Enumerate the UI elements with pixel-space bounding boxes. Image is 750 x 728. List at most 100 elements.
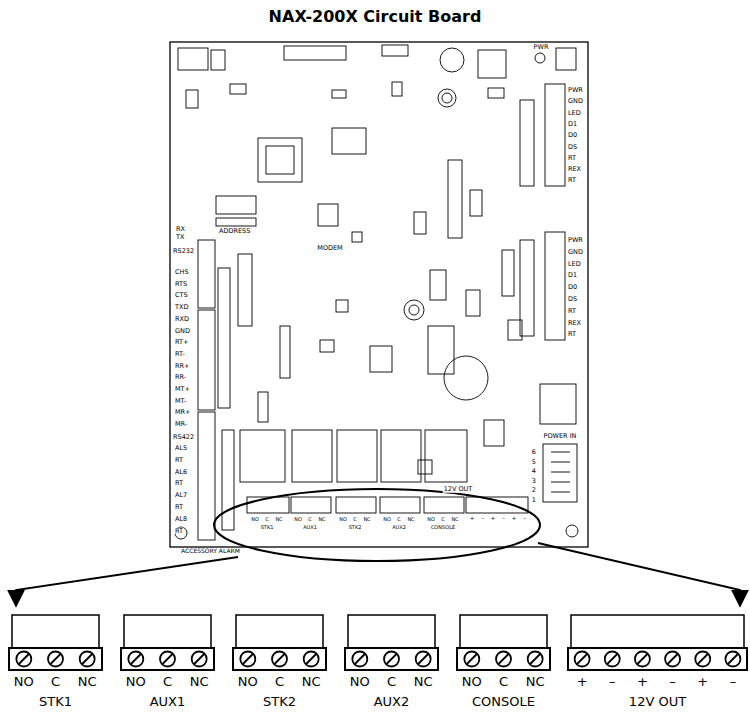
board-label: RT	[567, 308, 577, 315]
board-label: 2	[531, 487, 537, 494]
terminal-label: C	[387, 675, 396, 688]
terminal-label: NC	[190, 675, 209, 688]
terminal-block: NO C NC AUX2	[344, 614, 439, 714]
terminal-block-name: STK2	[263, 695, 296, 708]
board-label: NO	[250, 517, 260, 522]
terminal-block-base	[345, 648, 438, 670]
board-label: CHS	[174, 269, 190, 276]
screw-symbol	[635, 652, 650, 667]
board-label: D1	[567, 272, 578, 279]
board-label: NC	[406, 517, 415, 522]
board-label: PWR	[533, 44, 550, 51]
screw-symbol	[16, 652, 31, 667]
screw-symbol	[128, 652, 143, 667]
board-label: 3	[531, 477, 537, 484]
board-label: –	[501, 516, 506, 522]
board-label: REX	[567, 166, 582, 173]
board-label: RT	[174, 527, 184, 534]
screw-symbol	[496, 652, 511, 667]
terminal-block-name: 12V OUT	[629, 695, 686, 708]
terminal-block-base	[457, 648, 550, 670]
board-label: AL7	[174, 492, 188, 499]
board-label: RX	[175, 226, 186, 233]
terminal-block-base	[568, 648, 747, 670]
terminal-label: +	[577, 675, 588, 688]
screw-symbol	[695, 652, 710, 667]
screw-symbol	[352, 652, 367, 667]
board-label: 5	[531, 458, 537, 465]
board-label: RXD	[174, 316, 190, 323]
board-label: RT	[174, 457, 184, 464]
board-label: MR+	[174, 409, 192, 416]
terminal-label: C	[51, 675, 60, 688]
board-label: NO	[293, 517, 303, 522]
terminal-label: NO	[462, 675, 482, 688]
terminal-label: NO	[350, 675, 370, 688]
screw-symbol	[528, 652, 543, 667]
board-label: NO	[338, 517, 348, 522]
board-label: RT	[567, 331, 577, 338]
terminal-block-base	[9, 648, 102, 670]
board-label: AUX2	[391, 525, 407, 530]
board-label: 6	[531, 449, 537, 456]
screw-symbol	[48, 652, 63, 667]
terminal-block-top	[124, 615, 211, 648]
terminal-label: –	[609, 675, 616, 688]
board-label: PWR	[567, 237, 584, 244]
terminal-block-top	[236, 615, 323, 648]
board-label: D0	[567, 284, 578, 291]
board-label: CTS	[174, 292, 189, 299]
terminal-block: NOCNCAUX1	[120, 614, 215, 714]
board-label: D1	[567, 121, 578, 128]
screw-symbol	[160, 652, 175, 667]
terminal-block-name: AUX1	[150, 695, 186, 708]
board-label: REX	[567, 319, 582, 326]
board-label: NC	[362, 517, 371, 522]
board-label: 12V OUT	[443, 486, 474, 493]
screw-symbol	[605, 652, 620, 667]
terminal-block: NOCNCSTK1	[8, 614, 103, 714]
board-label: ACCESSORY ALARM	[180, 548, 241, 554]
board-label: NC	[450, 517, 459, 522]
board-label: MR-	[174, 421, 188, 428]
board-label: RR-	[174, 374, 187, 381]
board-label: RR+	[174, 362, 190, 369]
screw-symbol	[416, 652, 431, 667]
terminal-label: –	[730, 675, 737, 688]
board-label: PWR	[567, 87, 584, 94]
terminal-block-name: STK1	[39, 695, 72, 708]
board-label: AL8	[174, 516, 188, 523]
board-label: C	[264, 517, 270, 522]
screw-symbol	[665, 652, 680, 667]
board-label: RTS	[174, 280, 188, 287]
terminal-label: +	[637, 675, 648, 688]
terminal-block: NOCNCCONSOLE	[456, 614, 551, 714]
screw-symbol	[575, 652, 590, 667]
terminal-block: +–+–+–12V OUT	[567, 614, 748, 714]
board-label: RT-	[174, 351, 186, 358]
terminal-label: NC	[414, 675, 433, 688]
board-label: AL6	[174, 468, 188, 475]
terminal-label: NO	[238, 675, 258, 688]
board-label: C	[440, 517, 446, 522]
board-label: TXD	[174, 304, 189, 311]
terminal-label: –	[669, 675, 676, 688]
board-label: RS232	[172, 248, 195, 255]
board-label: RT+	[174, 339, 189, 346]
terminal-label: NC	[78, 675, 97, 688]
board-label: POWER IN	[543, 433, 578, 440]
terminal-label: C	[275, 675, 284, 688]
board-label: RT	[174, 480, 184, 487]
terminal-block-name: AUX2	[374, 695, 410, 708]
board-label: –	[522, 516, 527, 522]
terminal-label: +	[697, 675, 708, 688]
board-label: 1	[531, 496, 537, 503]
terminal-block-outline	[232, 614, 327, 672]
terminal-block-outline	[456, 614, 551, 672]
board-label: LED	[567, 260, 582, 267]
board-label: –	[480, 516, 485, 522]
board-label: NC	[317, 517, 326, 522]
board-label: NO	[382, 517, 392, 522]
screw-symbol	[192, 652, 207, 667]
board-label: MODEM	[316, 245, 343, 252]
